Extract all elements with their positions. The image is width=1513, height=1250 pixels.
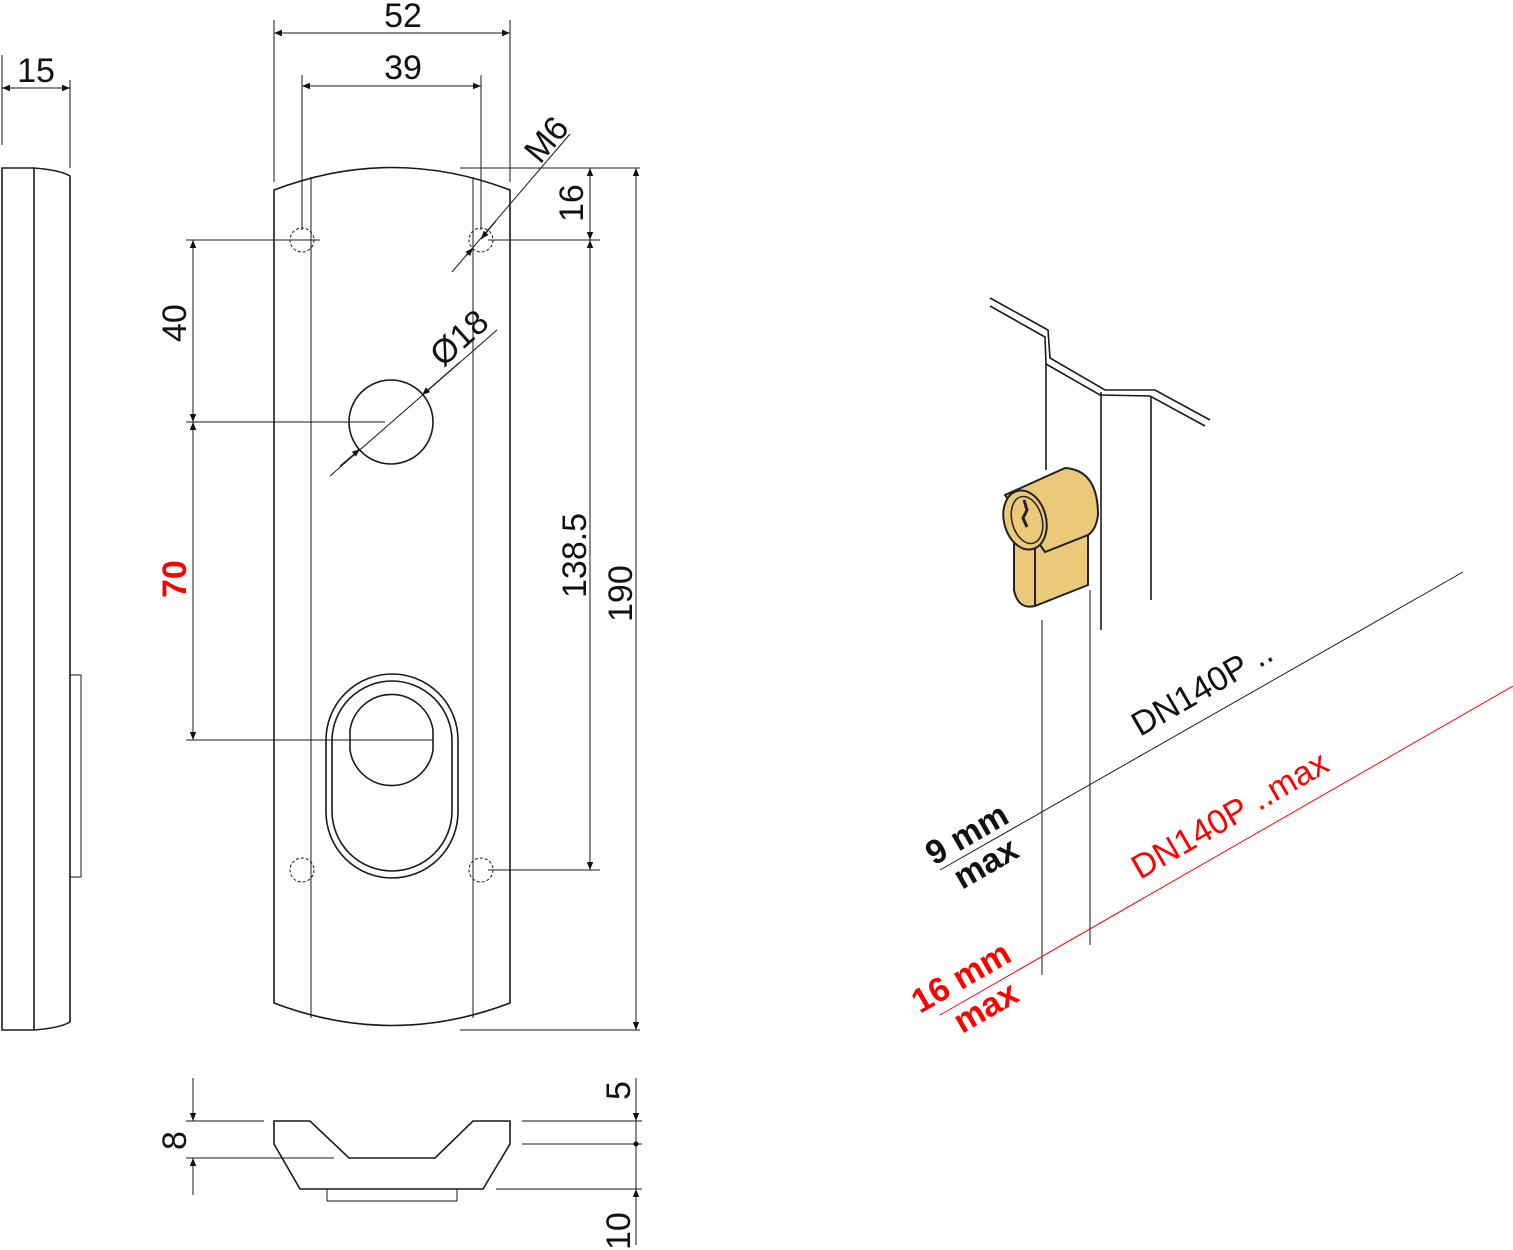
dim-handle-to-top-hole: 40 — [156, 304, 194, 342]
dim-hole-spacing-height: 138.5 — [556, 513, 594, 598]
front-view: 52 39 M6 Ø18 40 70 16 138.5 190 — [156, 0, 640, 1031]
escutcheon-outer — [325, 673, 459, 879]
installation-detail: DN140P .. DN140P ..max 9 mm max 16 mm ma… — [905, 297, 1513, 1041]
cylinder-hole — [349, 693, 434, 787]
dim-screw: M6 — [517, 110, 576, 171]
dim-top-offset: 16 — [553, 184, 591, 222]
dim-section-bottom: 10 — [600, 1212, 638, 1250]
label-max: DN140P ..max — [1125, 744, 1335, 887]
dim-section-top: 5 — [600, 1081, 638, 1100]
side-view: 15 — [1, 52, 82, 1031]
dim-handle-diameter: Ø18 — [423, 303, 496, 374]
section-view: 8 5 10 — [156, 1078, 642, 1250]
dim-side-thickness: 15 — [17, 52, 55, 90]
cylinder-icon — [1002, 466, 1100, 608]
dim-handle-to-cylinder: 70 — [156, 560, 194, 598]
dim-plate-height: 190 — [602, 565, 640, 622]
dim-plate-width: 52 — [384, 0, 422, 35]
dim-hole-spacing-width: 39 — [384, 49, 422, 87]
screw-hole — [289, 857, 315, 883]
label-standard: DN140P .. — [1125, 633, 1279, 744]
dim-section-depth: 8 — [156, 1131, 194, 1150]
